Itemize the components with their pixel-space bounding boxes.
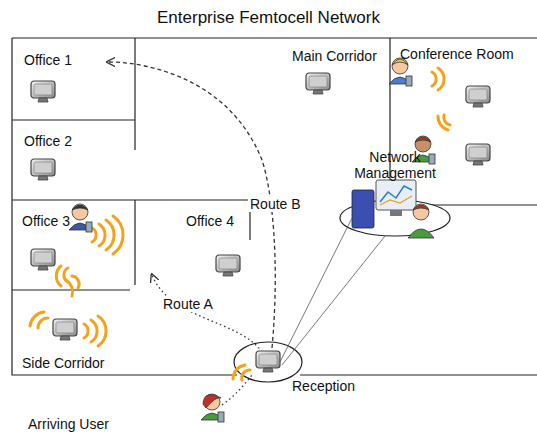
plan-graphic bbox=[413, 205, 429, 210]
room-label: Conference Room bbox=[400, 46, 514, 62]
room-label: Arriving User bbox=[28, 416, 109, 432]
arrival-path bbox=[222, 375, 252, 405]
walls bbox=[12, 38, 537, 375]
plan-graphic bbox=[216, 255, 240, 276]
plan-graphic bbox=[12, 199, 250, 200]
plan-graphic bbox=[280, 218, 352, 362]
plan-graphic bbox=[31, 159, 55, 180]
plan-graphic bbox=[466, 86, 490, 107]
plan-graphic bbox=[408, 204, 434, 238]
plan-graphic bbox=[106, 220, 114, 250]
plan-graphic bbox=[66, 280, 73, 296]
room-label: Office 2 bbox=[24, 133, 72, 149]
plan-graphic bbox=[113, 216, 123, 254]
plan-graphic bbox=[406, 76, 412, 86]
plan-graphic bbox=[376, 180, 416, 210]
plan-graphic bbox=[134, 200, 135, 285]
plan-graphic bbox=[300, 374, 537, 375]
room-label: Route B bbox=[248, 196, 303, 212]
plan-graphic bbox=[98, 316, 106, 346]
plan-graphic bbox=[413, 204, 429, 220]
signal-waves bbox=[30, 68, 450, 380]
room-label: Network Management bbox=[353, 149, 437, 181]
plan-graphic bbox=[389, 58, 412, 86]
plan-graphic bbox=[30, 312, 44, 326]
diagram-title: Enterprise Femtocell Network bbox=[157, 8, 380, 28]
plan-graphic bbox=[380, 196, 412, 205]
plan-graphic bbox=[92, 228, 96, 242]
users bbox=[69, 58, 435, 422]
plan-graphic bbox=[72, 276, 79, 288]
plan-graphic bbox=[380, 186, 412, 202]
plan-graphic bbox=[86, 222, 92, 232]
plan-graphic bbox=[432, 72, 436, 86]
plan-graphic bbox=[204, 394, 220, 410]
room-label: Office 4 bbox=[186, 213, 234, 229]
plan-graphic bbox=[72, 204, 88, 220]
plan-graphic bbox=[201, 394, 224, 422]
room-label: Route A bbox=[161, 296, 215, 312]
room-label: Reception bbox=[292, 378, 355, 394]
plan-graphic bbox=[242, 370, 250, 380]
plan-graphic bbox=[134, 38, 135, 150]
plan-graphic bbox=[390, 210, 402, 216]
plan-graphic bbox=[203, 395, 221, 408]
room-label: Office 3 bbox=[22, 213, 70, 229]
plan-graphic bbox=[99, 224, 105, 246]
room-label: Side Corridor bbox=[22, 355, 104, 371]
network-management bbox=[280, 180, 450, 365]
plan-graphic bbox=[408, 229, 434, 238]
plan-graphic bbox=[306, 73, 330, 94]
plan-graphic bbox=[466, 144, 490, 165]
plan-graphic bbox=[444, 115, 450, 125]
plan-graphic bbox=[84, 324, 88, 338]
plan-graphic bbox=[69, 204, 92, 232]
femtocells bbox=[31, 73, 490, 372]
plan-graphic bbox=[415, 137, 431, 142]
plan-graphic bbox=[438, 116, 448, 130]
plan-graphic bbox=[31, 81, 55, 102]
plan-graphic bbox=[438, 68, 444, 90]
reception-circle bbox=[234, 342, 302, 382]
route-a-path bbox=[152, 275, 262, 352]
plan-graphic bbox=[352, 190, 374, 228]
plan-graphic bbox=[56, 266, 61, 286]
plan-graphic bbox=[256, 351, 280, 372]
room-label: Office 1 bbox=[24, 52, 72, 68]
plan-graphic bbox=[233, 365, 245, 379]
plan-graphic bbox=[91, 320, 97, 342]
plan-graphic bbox=[12, 37, 537, 38]
plan-graphic bbox=[31, 249, 55, 270]
plan-graphic bbox=[12, 119, 135, 120]
room-label: Main Corridor bbox=[292, 48, 377, 64]
plan-graphic bbox=[282, 236, 385, 365]
plan-graphic bbox=[218, 412, 224, 422]
plan-graphic bbox=[429, 154, 435, 164]
plan-graphic bbox=[53, 319, 77, 340]
plan-graphic bbox=[72, 205, 88, 210]
plan-graphic bbox=[38, 318, 48, 328]
